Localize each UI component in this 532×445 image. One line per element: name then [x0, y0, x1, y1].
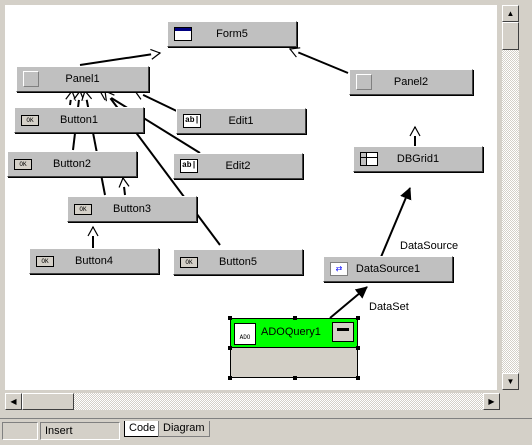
- collapse-button[interactable]: [332, 322, 354, 342]
- node-label: Button2: [53, 158, 91, 170]
- node-panel2[interactable]: Panel2: [349, 69, 473, 95]
- button-icon: OK: [74, 204, 92, 215]
- selection-handle[interactable]: [228, 316, 232, 320]
- selection-handle[interactable]: [293, 376, 297, 380]
- edge-label-dataset: DataSet: [369, 301, 409, 313]
- selection-handle[interactable]: [356, 346, 360, 350]
- node-button5[interactable]: OK Button5: [173, 249, 303, 275]
- link-panel1-form5: [79, 48, 162, 66]
- scroll-left-button[interactable]: ◀: [5, 393, 22, 410]
- node-label: ADOQuery1: [261, 326, 321, 338]
- node-label: Button3: [113, 203, 151, 215]
- node-button2[interactable]: OK Button2: [7, 151, 137, 177]
- button-icon: OK: [14, 159, 32, 170]
- node-edit2[interactable]: ab| Edit2: [173, 153, 303, 179]
- status-mode: Insert: [40, 422, 120, 440]
- link-adoquery1-datasource1: [329, 286, 368, 319]
- node-edit1[interactable]: ab| Edit1: [176, 108, 306, 134]
- edit-icon: ab|: [183, 114, 201, 128]
- node-label: Form5: [216, 28, 248, 40]
- horizontal-scroll-track[interactable]: [74, 393, 483, 410]
- node-form5[interactable]: Form5: [167, 21, 297, 47]
- panel-icon: [23, 71, 39, 87]
- selection-handle[interactable]: [356, 376, 360, 380]
- scroll-up-button[interactable]: ▲: [502, 5, 519, 22]
- node-label: DataSource1: [355, 263, 421, 275]
- button-icon: OK: [36, 256, 54, 267]
- node-label: Edit2: [225, 160, 251, 172]
- horizontal-scroll-thumb[interactable]: [22, 393, 74, 410]
- node-button3[interactable]: OK Button3: [67, 196, 197, 222]
- scrollbar-corner: [500, 393, 520, 411]
- button-icon: OK: [180, 257, 198, 268]
- node-button1[interactable]: OK Button1: [14, 107, 144, 133]
- node-label: Button1: [60, 114, 98, 126]
- edge-label-datasource: DataSource: [400, 240, 459, 252]
- node-label: Edit1: [228, 115, 254, 127]
- node-label: Panel1: [65, 73, 100, 85]
- horizontal-scrollbar[interactable]: ◀ ▶: [5, 393, 500, 411]
- edit-icon: ab|: [180, 159, 198, 173]
- node-dbgrid1[interactable]: DBGrid1: [353, 146, 483, 172]
- link-button3-button2: [118, 176, 130, 196]
- link-edit2-panel1: [98, 90, 201, 154]
- node-button4[interactable]: OK Button4: [29, 248, 159, 274]
- status-position-pane: [2, 422, 38, 440]
- node-label: Panel2: [393, 76, 429, 88]
- panel-icon: [356, 74, 372, 90]
- grid-icon: [360, 152, 378, 166]
- selection-handle[interactable]: [228, 346, 232, 350]
- diagram-canvas[interactable]: Form5 Panel1 Panel2 OK Button1 ab| Edit1…: [5, 5, 497, 390]
- form-icon: [174, 27, 192, 41]
- node-header: ADO ADOQuery1: [231, 319, 357, 348]
- status-bar: Insert Code Diagram: [0, 418, 532, 445]
- node-datasource1[interactable]: ⇄ DataSource1: [323, 256, 453, 282]
- link-panel2-form5: [288, 47, 349, 74]
- node-label: DBGrid1: [396, 153, 440, 165]
- selection-handle[interactable]: [293, 316, 297, 320]
- button-icon: OK: [21, 115, 39, 126]
- selection-handle[interactable]: [356, 316, 360, 320]
- node-label: Button5: [219, 256, 257, 268]
- tab-diagram[interactable]: Diagram: [158, 421, 210, 437]
- link-button1-panel1: [65, 89, 77, 106]
- scroll-right-button[interactable]: ▶: [483, 393, 500, 410]
- vertical-scroll-thumb[interactable]: [502, 22, 519, 50]
- link-datasource1-dbgrid1: [380, 187, 412, 258]
- vertical-scroll-track[interactable]: [502, 50, 519, 373]
- vertical-scrollbar[interactable]: ▲ ▼: [500, 5, 520, 390]
- node-label: Button4: [75, 255, 113, 267]
- node-adoquery1[interactable]: ADO ADOQuery1: [230, 318, 358, 378]
- ado-query-icon: ADO: [234, 323, 256, 345]
- scroll-down-button[interactable]: ▼: [502, 373, 519, 390]
- tab-code[interactable]: Code: [124, 421, 161, 437]
- node-panel1[interactable]: Panel1: [16, 66, 149, 92]
- datasource-icon: ⇄: [330, 262, 348, 276]
- selection-handle[interactable]: [228, 376, 232, 380]
